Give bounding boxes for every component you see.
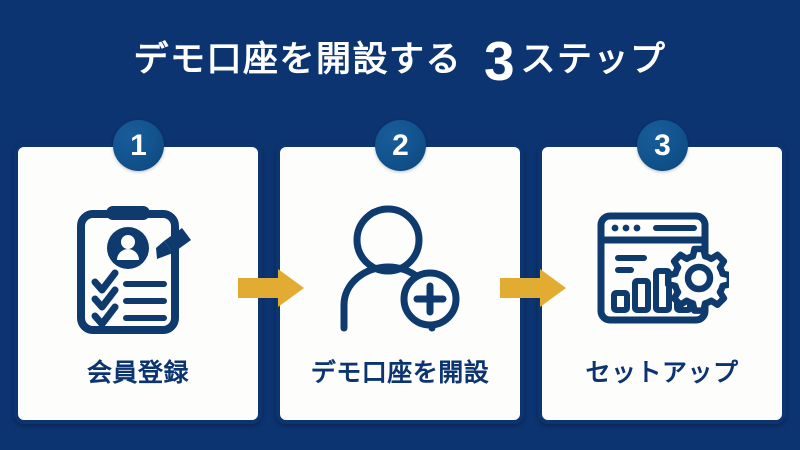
add-user-icon [280, 197, 520, 342]
step-badge-2-number: 2 [392, 128, 409, 162]
step-badge-2: 2 [375, 120, 426, 171]
page-title: デモ口座を開設する 3 ステップ [0, 26, 800, 92]
page-title-unit: ステップ [520, 39, 667, 79]
step-card-3[interactable]: セットアップ [538, 143, 786, 424]
step-card-2[interactable]: デモ口座を開設 [276, 143, 524, 424]
browser-chart-gear-icon [542, 197, 782, 342]
clipboard-checklist-pencil-icon [18, 197, 258, 342]
arrow-step2-to-step3-icon [500, 269, 566, 307]
page-title-main: デモ口座を開設する [133, 39, 462, 79]
step-badge-3-number: 3 [654, 128, 671, 162]
step-badge-1-number: 1 [130, 128, 147, 162]
step-badge-3: 3 [637, 120, 688, 171]
step-card-1[interactable]: 会員登録 [14, 143, 262, 424]
step-card-2-label: デモ口座を開設 [310, 359, 490, 387]
step-card-3-label: セットアップ [585, 359, 739, 387]
step-badge-1: 1 [113, 120, 164, 171]
arrow-step1-to-step2-icon [238, 269, 304, 307]
page-title-step-count: 3 [483, 29, 515, 92]
step-card-1-label: 会員登録 [86, 359, 189, 387]
